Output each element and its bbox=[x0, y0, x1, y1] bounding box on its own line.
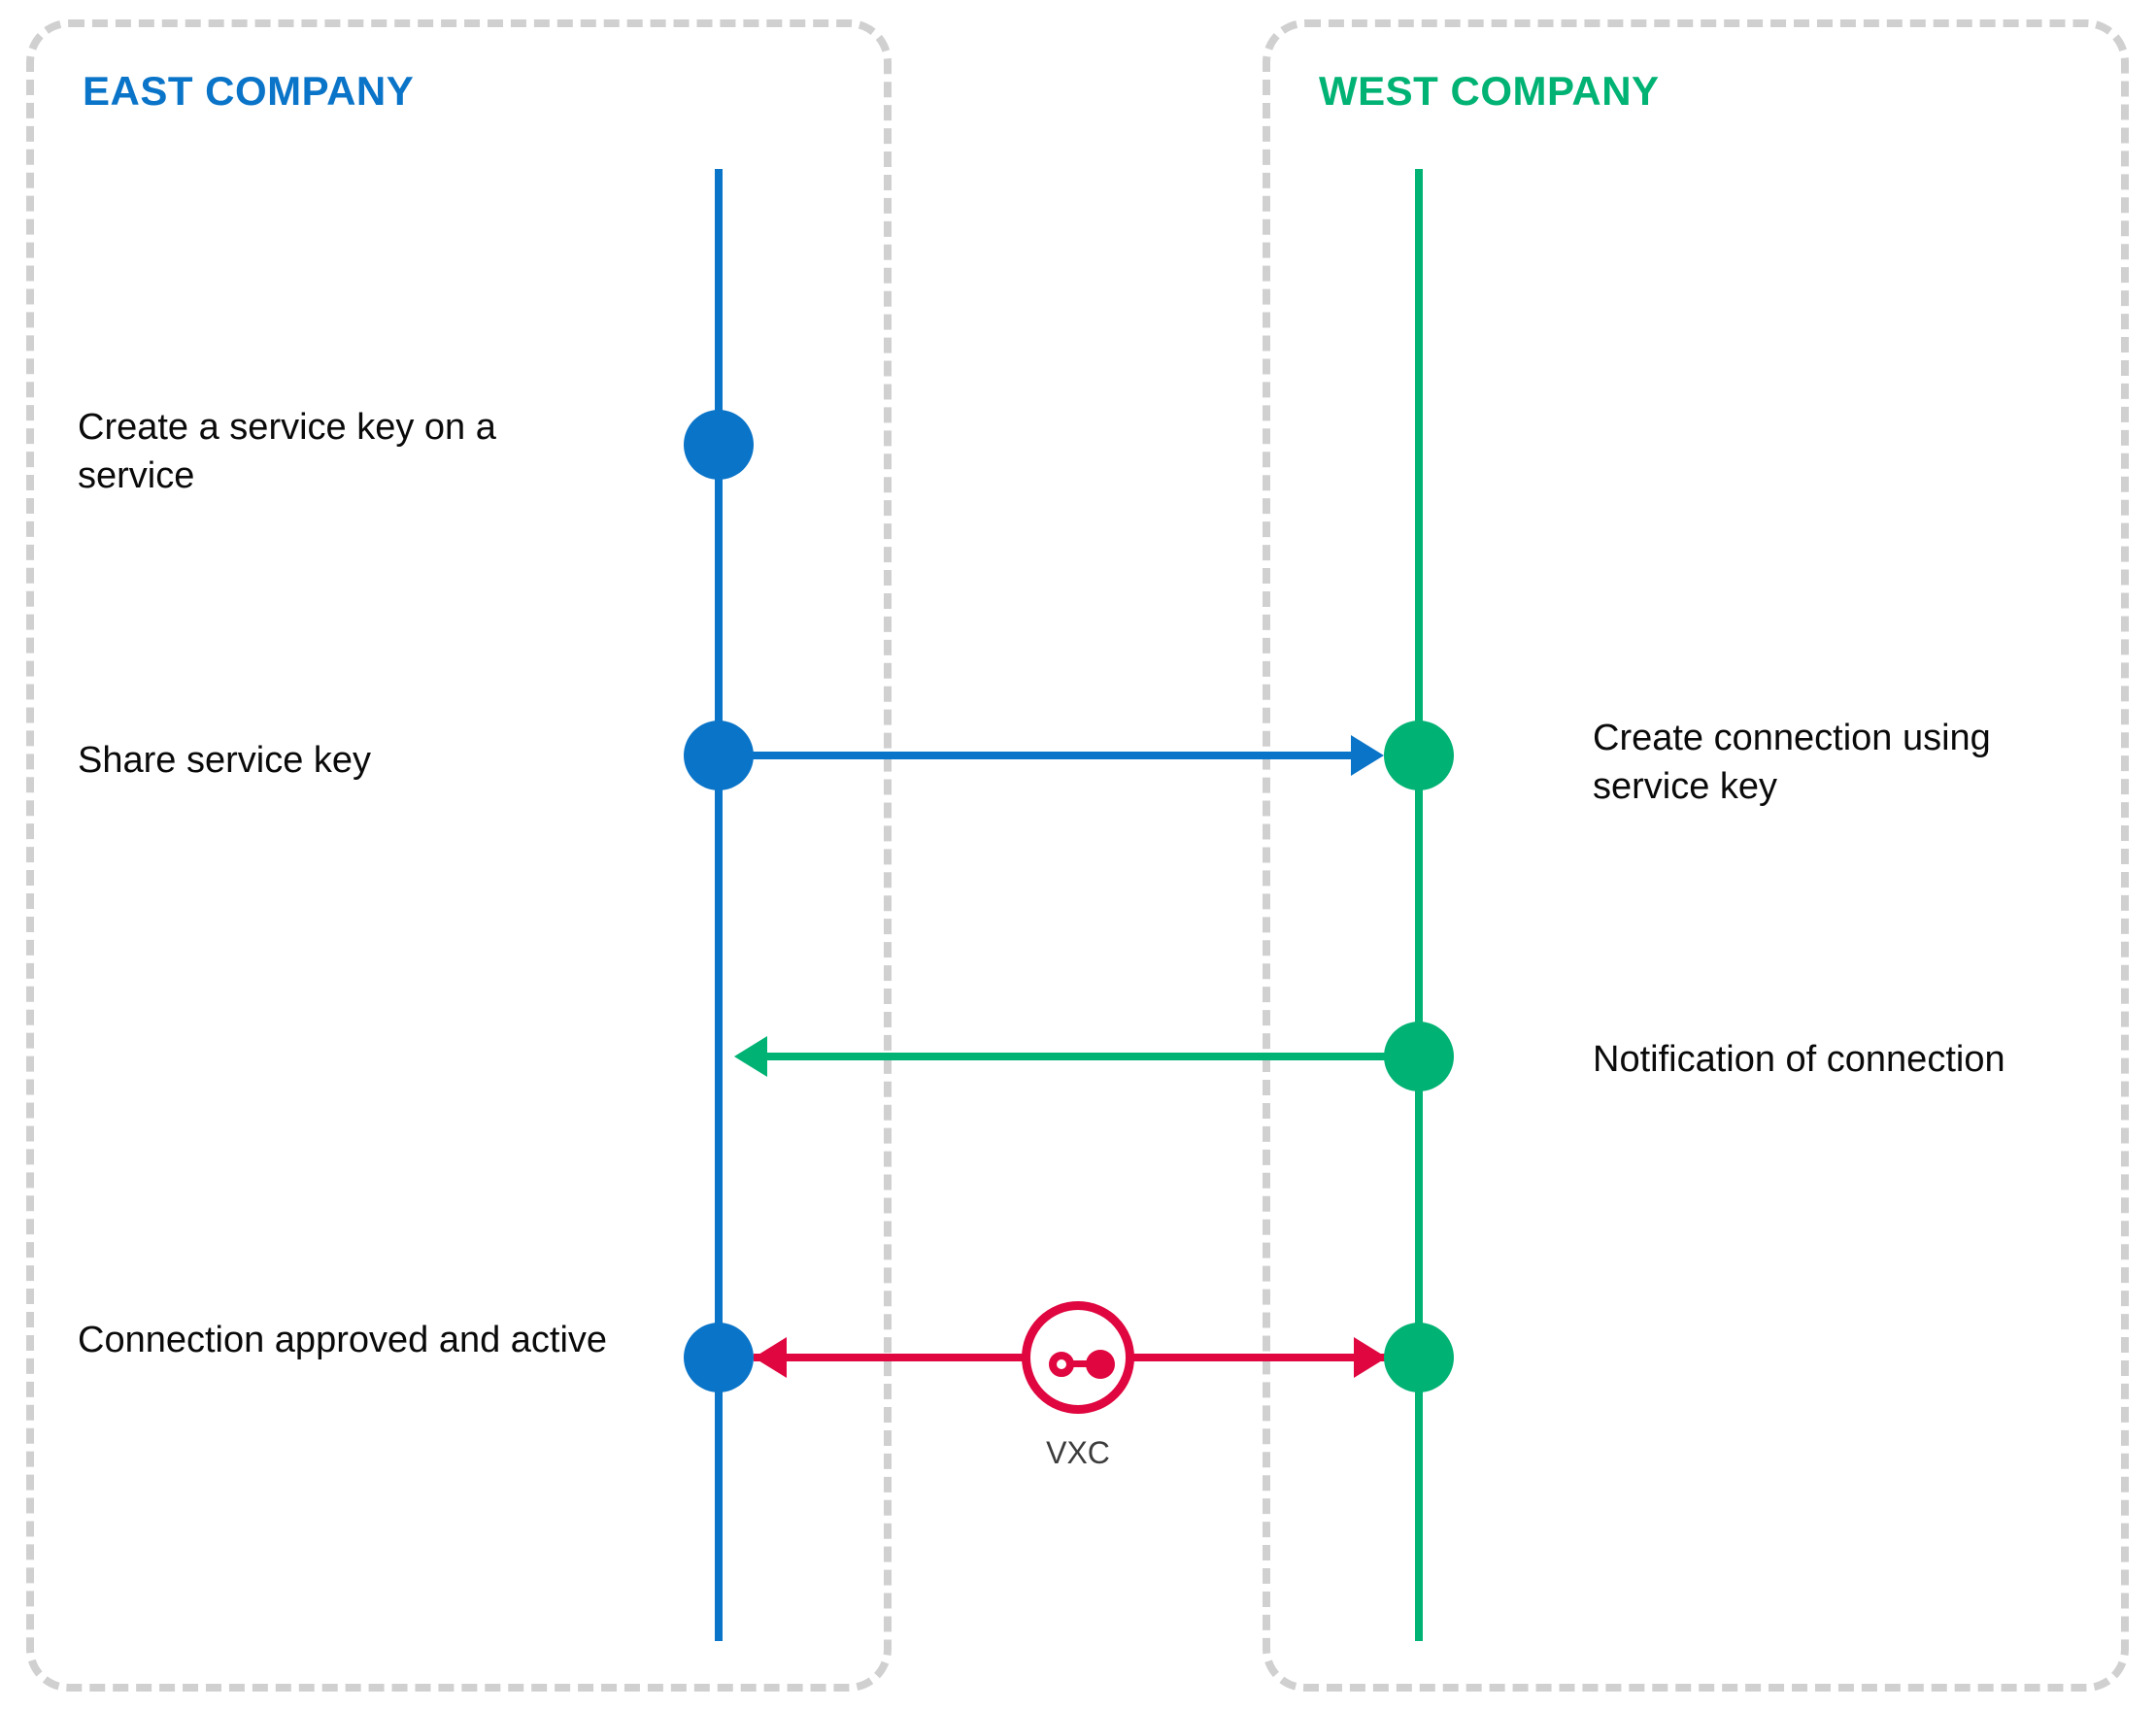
step-label-create-service-key: Create a service key on a service bbox=[78, 407, 496, 497]
west-node-connection-approved bbox=[1384, 1323, 1454, 1392]
vxc-icon-bar bbox=[1060, 1360, 1104, 1367]
west-company-zone bbox=[1263, 19, 2129, 1692]
east-company-zone bbox=[26, 19, 892, 1692]
vxc-arrowhead-left-icon bbox=[754, 1337, 787, 1378]
vxc-arrowhead-right-icon bbox=[1354, 1337, 1387, 1378]
vxc-icon-hollow-endpoint bbox=[1049, 1352, 1074, 1377]
west-lifeline bbox=[1415, 169, 1423, 1641]
east-lifeline bbox=[715, 169, 723, 1641]
vxc-connector-left bbox=[754, 1354, 1026, 1361]
east-company-title: EAST COMPANY bbox=[83, 68, 415, 114]
east-node-connection-approved bbox=[684, 1323, 754, 1392]
step-label-create-connection: Create connection using service key bbox=[1593, 718, 1991, 808]
notification-connector bbox=[767, 1053, 1419, 1060]
step-label-share-service-key: Share service key bbox=[78, 740, 372, 781]
vxc-label: VXC bbox=[1046, 1435, 1110, 1470]
west-node-create-connection bbox=[1384, 721, 1454, 790]
east-node-share-service-key bbox=[684, 721, 754, 790]
vxc-icon bbox=[1022, 1301, 1134, 1414]
vxc-connector-right bbox=[1132, 1354, 1387, 1361]
step-label-connection-approved: Connection approved and active bbox=[78, 1320, 608, 1360]
step-label-notification-of-connection: Notification of connection bbox=[1593, 1039, 2005, 1080]
west-node-notification bbox=[1384, 1022, 1454, 1091]
vxc-icon-filled-endpoint bbox=[1086, 1350, 1115, 1379]
notification-arrowhead-icon bbox=[734, 1036, 767, 1077]
east-node-create-service-key bbox=[684, 410, 754, 480]
share-service-key-connector bbox=[719, 752, 1377, 759]
share-service-key-arrowhead-icon bbox=[1351, 735, 1384, 776]
west-company-title: WEST COMPANY bbox=[1319, 68, 1660, 114]
